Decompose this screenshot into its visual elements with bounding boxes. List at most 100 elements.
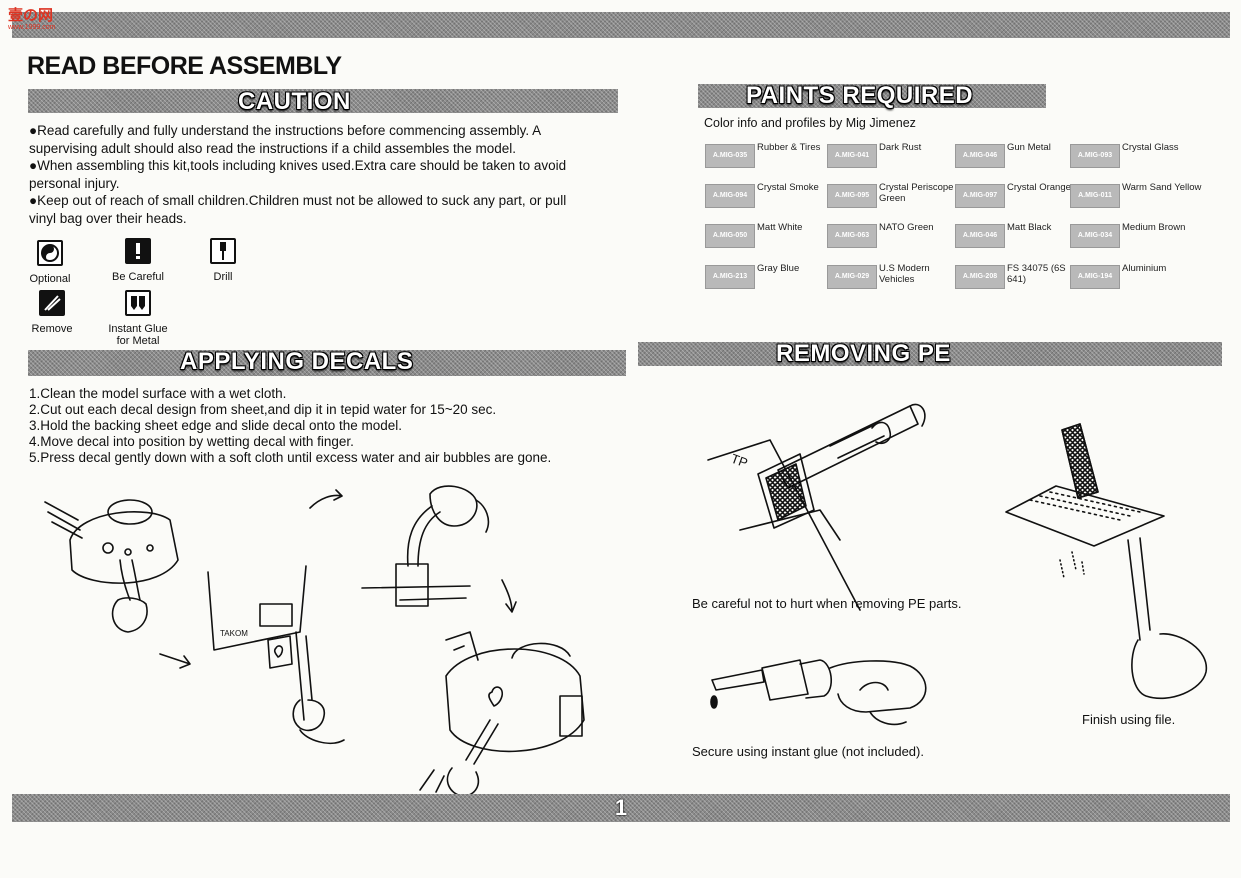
- paint-swatch: A.MIG-093: [1070, 144, 1120, 168]
- paint-name: Crystal Periscope Green: [879, 182, 954, 204]
- remove-icon: [39, 290, 65, 316]
- logo-text: 壹の网: [8, 7, 54, 24]
- logo-url: www.1999.com: [8, 24, 56, 31]
- legend-drill: Drill: [200, 238, 246, 283]
- paint-swatch: A.MIG-194: [1070, 265, 1120, 289]
- paint-name: Matt White: [757, 222, 803, 233]
- paint-swatch: A.MIG-041: [827, 144, 877, 168]
- decal-illustration-turret-cleaning: [44, 499, 179, 633]
- paint-swatch: A.MIG-097: [955, 184, 1005, 208]
- paint-swatch: A.MIG-095: [827, 184, 877, 208]
- paint-name: Crystal Glass: [1122, 142, 1179, 153]
- paint-swatch: A.MIG-035: [705, 144, 755, 168]
- legend-remove: Remove: [24, 290, 80, 335]
- paint-name: Gray Blue: [757, 263, 800, 274]
- caution-text: ●Read carefully and fully understand the…: [29, 122, 589, 227]
- page-number: 1: [614, 795, 628, 820]
- optional-icon: [37, 240, 63, 266]
- paint-swatch: A.MIG-046: [955, 144, 1005, 168]
- paints-heading: PAINTS REQUIRED: [746, 82, 974, 109]
- decal-steps: 1.Clean the model surface with a wet clo…: [29, 386, 629, 466]
- paint-name: Crystal Orange: [1007, 182, 1071, 193]
- pe-illustration-file: [1005, 423, 1207, 700]
- decal-sheet-label: TAKOM: [220, 629, 248, 638]
- be-careful-icon: [125, 238, 151, 264]
- arrow-icon: [159, 653, 191, 669]
- paint-name: Crystal Smoke: [757, 182, 819, 193]
- paint-name: U.S Modern Vehicles: [879, 263, 930, 285]
- paints-header-bar: [698, 84, 1046, 108]
- paint-swatch: A.MIG-213: [705, 265, 755, 289]
- paint-name: Rubber & Tires: [757, 142, 821, 153]
- pe-fret-label: TP: [729, 451, 750, 471]
- pe-illustration-glue: [710, 659, 927, 726]
- paint-name: Matt Black: [1007, 222, 1052, 233]
- paint-swatch: A.MIG-034: [1070, 224, 1120, 248]
- decal-step: 2.Cut out each decal design from sheet,a…: [29, 402, 497, 417]
- decal-step: 5.Press decal gently down with a soft cl…: [29, 450, 552, 465]
- decal-illustration-dipping: [361, 485, 490, 607]
- pe-header-bar: [638, 342, 1222, 366]
- decal-step: 4.Move decal into position by wetting de…: [29, 434, 354, 449]
- decal-step: 1.Clean the model surface with a wet clo…: [29, 386, 287, 401]
- paint-name: Medium Brown: [1122, 222, 1186, 233]
- decals-heading: APPLYING DECALS: [180, 348, 414, 375]
- paint-swatch: A.MIG-011: [1070, 184, 1120, 208]
- pe-heading: REMOVING PE: [776, 340, 951, 367]
- legend-label: Instant Glue for Metal: [108, 323, 168, 347]
- legend-optional: Optional: [24, 240, 76, 285]
- paint-name: FS 34075 (6S 641): [1007, 263, 1066, 285]
- caution-paragraph: ●Keep out of reach of small children.Chi…: [29, 193, 567, 226]
- legend-label: Remove: [31, 323, 73, 335]
- caution-paragraph: ●When assembling this kit,tools includin…: [29, 158, 567, 191]
- legend-label: Optional: [29, 273, 71, 285]
- pe-illustration-cutting: [707, 403, 926, 611]
- site-logo: 壹の网 www.1999.com: [8, 8, 70, 38]
- legend-label: Drill: [213, 271, 233, 283]
- instant-glue-icon: [125, 290, 151, 316]
- legend-be-careful: Be Careful: [106, 238, 170, 283]
- top-band: [12, 12, 1230, 38]
- caution-heading: CAUTION: [238, 88, 351, 115]
- paint-swatch: A.MIG-208: [955, 265, 1005, 289]
- caution-header-bar: [28, 89, 618, 113]
- paint-name: Dark Rust: [879, 142, 922, 153]
- decal-illustration-applying: [419, 631, 585, 797]
- paint-swatch: A.MIG-063: [827, 224, 877, 248]
- decals-header-bar: [28, 350, 626, 376]
- arrow-icon: [501, 579, 517, 613]
- legend-label: Be Careful: [112, 271, 164, 283]
- paint-name: Warm Sand Yellow: [1122, 182, 1202, 193]
- caution-paragraph: ●Read carefully and fully understand the…: [29, 123, 541, 156]
- decal-illustration-cutting: [207, 565, 345, 745]
- paint-name: NATO Green: [879, 222, 934, 233]
- paint-swatch: A.MIG-046: [955, 224, 1005, 248]
- bottom-band: 1: [12, 794, 1230, 822]
- page-title: READ BEFORE ASSEMBLY: [27, 52, 342, 80]
- paint-name: Gun Metal: [1007, 142, 1051, 153]
- paints-subtitle: Color info and profiles by Mig Jimenez: [704, 116, 916, 130]
- pe-glue-note: Secure using instant glue (not included)…: [692, 744, 924, 759]
- paint-swatch: A.MIG-029: [827, 265, 877, 289]
- pe-careful-note: Be careful not to hurt when removing PE …: [692, 596, 962, 611]
- paint-swatch: A.MIG-050: [705, 224, 755, 248]
- decal-step: 3.Hold the backing sheet edge and slide …: [29, 418, 403, 433]
- pe-file-note: Finish using file.: [1082, 712, 1176, 727]
